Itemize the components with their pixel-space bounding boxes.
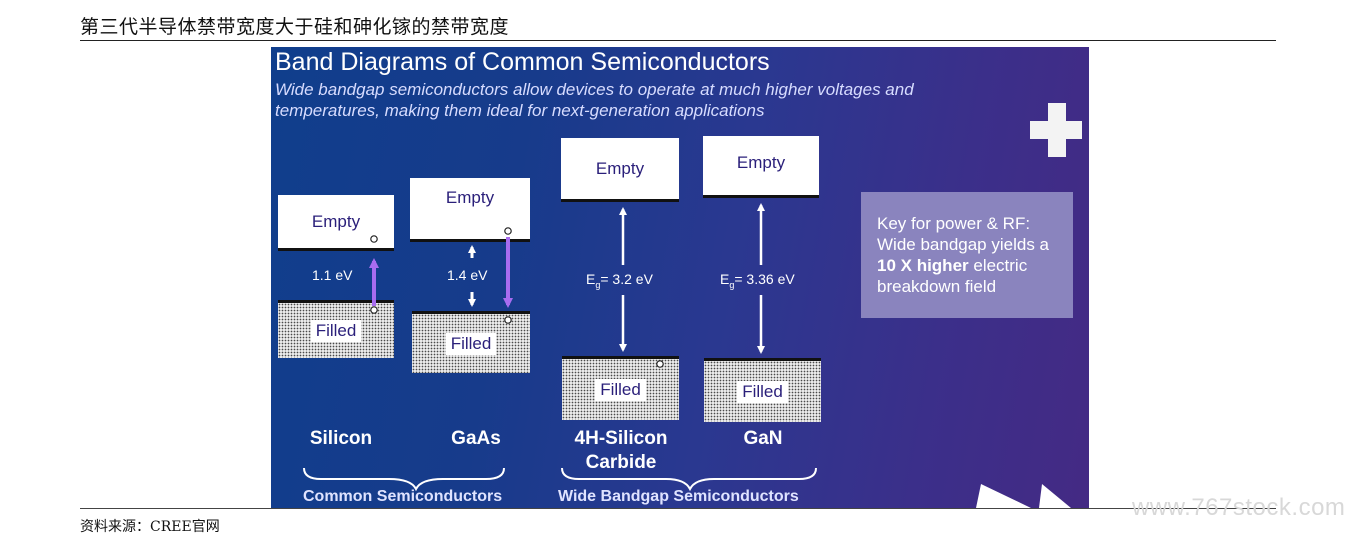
key-line-3-rest: electric (968, 256, 1028, 275)
silicon-valence-band: Filled (278, 300, 394, 358)
silicon-label: Silicon (309, 428, 373, 449)
wide-bandgap-label: Wide Bandgap Semiconductors (558, 488, 799, 505)
sic-eg-subscript: g (595, 279, 601, 290)
gan-eg-symbol: E (720, 271, 730, 287)
gan-conduction-band: Empty (703, 136, 819, 198)
subtitle-line-2: temperatures, making them ideal for next… (275, 101, 765, 120)
decor-shape-left (976, 484, 1031, 508)
gan-bandgap-value: Eg= 3.36 eV (720, 271, 795, 290)
gan-valence-band: Filled (704, 358, 821, 422)
gaas-label: GaAs (451, 428, 501, 449)
page-title: 第三代半导体禁带宽度大于硅和砷化镓的禁带宽度 (80, 16, 510, 38)
gan-eg-value: = 3.36 eV (734, 271, 795, 287)
slide-title: Band Diagrams of Common Semiconductors (275, 48, 770, 76)
band-diagram-slide: Band Diagrams of Common Semiconductors W… (271, 47, 1089, 508)
bottom-divider (80, 508, 1276, 509)
key-bold-text: 10 X higher (877, 256, 969, 275)
gan-filled-label: Filled (737, 380, 788, 403)
arrows-and-brackets (303, 203, 1071, 508)
silicon-empty-label: Empty (311, 211, 361, 231)
key-line-4: breakdown field (877, 277, 997, 296)
plus-logo-bar (1030, 121, 1082, 139)
sic-eg-symbol: E (586, 271, 596, 287)
gaas-electron-icon (504, 227, 512, 235)
gaas-hole-icon (504, 316, 512, 324)
decor-shape-right (1039, 484, 1071, 508)
sic-conduction-band: Empty (561, 138, 679, 202)
gaas-empty-label: Empty (445, 187, 495, 207)
sic-filled-label: Filled (595, 378, 646, 401)
top-divider (80, 40, 1276, 41)
silicon-bandgap-value: 1.1 eV (312, 267, 353, 283)
sic-bandgap-value: Eg= 3.2 eV (586, 271, 653, 290)
gaas-bandgap-value: 1.4 eV (447, 267, 488, 283)
source-note: 资料来源：CREE官网 (80, 519, 220, 535)
sic-empty-label: Empty (595, 158, 645, 178)
gan-eg-subscript: g (729, 279, 735, 290)
wide-group-bracket (561, 467, 817, 492)
key-line-1: Key for power & RF: (877, 214, 1031, 233)
key-line-3: 10 X higher electric (877, 255, 1057, 276)
gan-empty-label: Empty (736, 152, 786, 172)
silicon-electron-icon (370, 235, 378, 243)
silicon-filled-label: Filled (310, 319, 362, 342)
gan-label: GaN (743, 428, 783, 449)
key-line-2: Wide bandgap yields a (877, 235, 1050, 254)
sic-label: 4H-Silicon Carbide (556, 427, 686, 475)
gaas-filled-label: Filled (445, 332, 497, 355)
sic-valence-band: Filled (562, 356, 679, 420)
common-group-bracket (303, 467, 505, 492)
common-semiconductors-label: Common Semiconductors (303, 488, 503, 505)
sic-label-line-1: 4H-Silicon (574, 428, 668, 449)
key-callout-box: Key for power & RF: Wide bandgap yields … (861, 192, 1073, 318)
watermark: www.767stock.com (1132, 494, 1346, 521)
sic-label-line-2: Carbide (585, 452, 657, 473)
subtitle-line-1: Wide bandgap semiconductors allow device… (275, 80, 914, 99)
silicon-hole-icon (370, 306, 378, 314)
sic-hole-icon (656, 360, 664, 368)
slide-subtitle: Wide bandgap semiconductors allow device… (275, 79, 975, 121)
sic-eg-value: = 3.2 eV (600, 271, 653, 287)
